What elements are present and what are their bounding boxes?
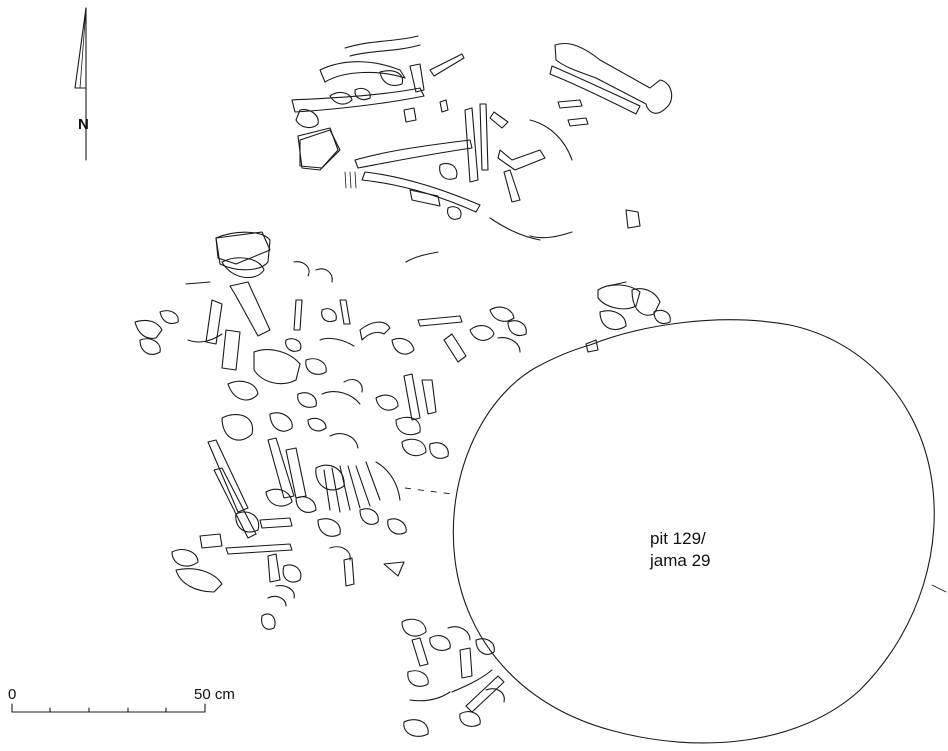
stone-icon <box>597 281 671 330</box>
scale-bar-icon <box>11 703 206 713</box>
stone-icon <box>215 129 341 265</box>
scale-bar-end-label: 50 cm <box>194 686 235 703</box>
bone-fragment-icon <box>291 35 573 241</box>
pit-outline <box>404 319 947 744</box>
pit-label-line1: pit 129/ <box>650 529 706 548</box>
bone-fragment-icon <box>401 618 505 737</box>
north-arrow-letter: N <box>78 116 89 133</box>
scale-bar-start-label: 0 <box>8 686 17 703</box>
bone-fragment-icon <box>549 42 673 229</box>
pit-label: pit 129/ jama 29 <box>650 528 710 572</box>
bone-fragment-icon <box>134 231 527 630</box>
pit-label-line2: jama 29 <box>650 551 711 570</box>
north-arrow-icon <box>74 7 87 161</box>
